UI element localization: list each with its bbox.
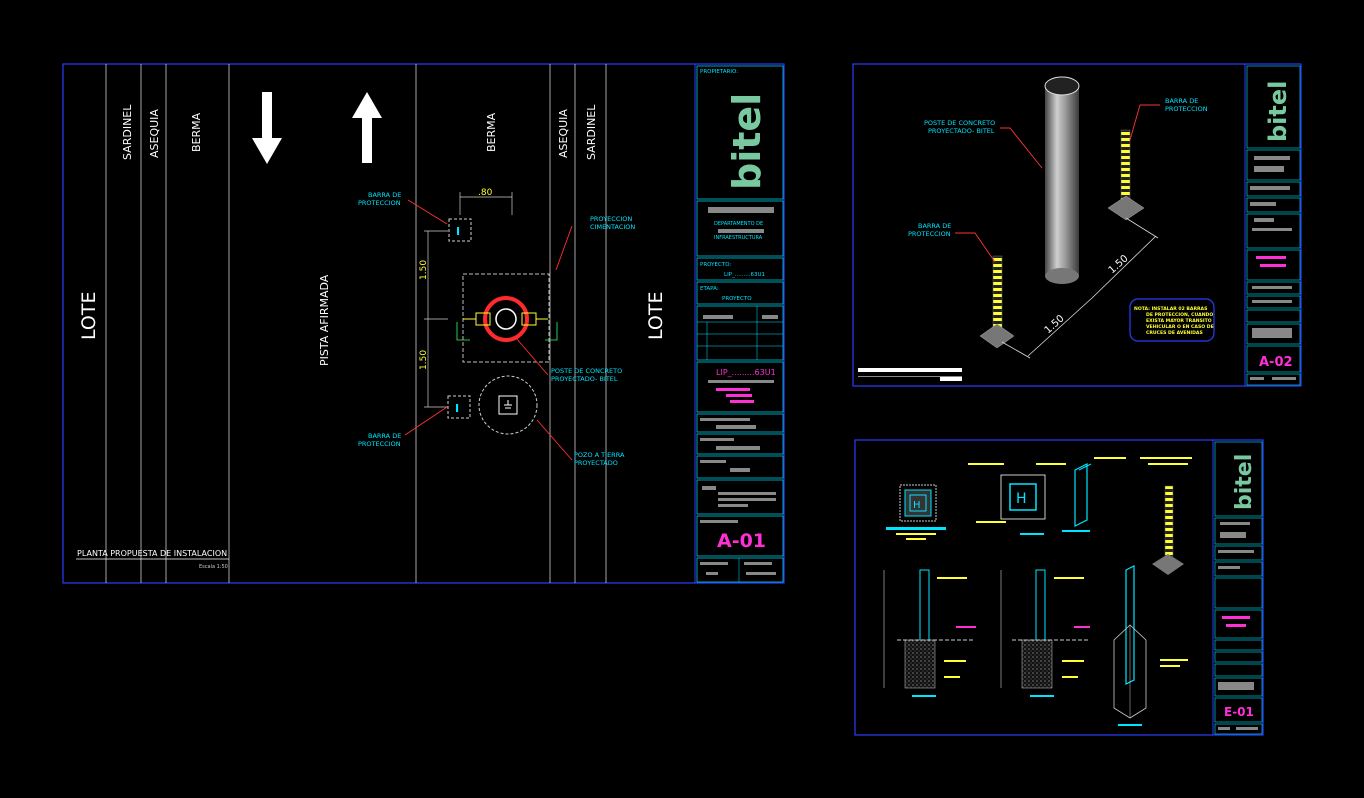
cimentacion-projection [462, 273, 550, 363]
project-code: LIP_.........63U1 [716, 368, 776, 377]
nota-box [1129, 298, 1215, 342]
barra-top-box [448, 218, 472, 242]
etapa-label: ETAPA: [700, 286, 719, 292]
sheet-number-a01: A-01 [717, 530, 766, 552]
a02-scale-bar [858, 368, 962, 372]
a02-poste-2: PROYECTADO- BITEL [928, 127, 995, 135]
sheet-a02: 1.50 1.50 POSTE DE CONCRETO PROYECTADO- … [852, 63, 1302, 387]
e01-section-h: H [968, 463, 1066, 535]
sheet-e01-frame [854, 439, 1264, 736]
proyecto-label: PROYECTO: [700, 262, 731, 268]
plan-scale: Escala 1:50 [199, 564, 228, 570]
ground-icon [504, 400, 512, 409]
dept-line-1: DEPARTAMENTO DE [714, 221, 763, 227]
e01-elevation-1 [883, 569, 976, 697]
callout-pozo-1: POZO A TIERRA [574, 451, 625, 459]
nota-line-3: EXISTA MAYOR TRANSITO [1146, 318, 1212, 324]
sheet-number-e01: E-01 [1224, 705, 1254, 719]
titleblock-e01: bitel E-01 [1212, 439, 1264, 736]
e01-plan-detail: H [886, 484, 946, 540]
dept-line-2: INFRAESTRUCTURA [714, 235, 763, 241]
label-sardinel-left: SARDINEL [121, 104, 134, 160]
plan-title: PLANTA PROPUESTA DE INSTALACION [77, 549, 227, 558]
poste-3d [1045, 86, 1079, 276]
pozo-circle [478, 375, 538, 435]
barra-bottom-icon: I [455, 402, 459, 415]
label-lote-left: LOTE [78, 292, 100, 340]
a02-barra-l-2: PROTECCION [908, 230, 951, 238]
sheet-number-a02: A-02 [1259, 355, 1293, 370]
label-asequia-left: ASEQUIA [148, 109, 161, 158]
label-sardinel-right: SARDINEL [585, 104, 598, 160]
nota-line-5: CRUCES DE AVENIDAS [1146, 330, 1203, 336]
arrow-up-icon [352, 92, 382, 163]
barra-right-3d [1120, 129, 1131, 206]
dimension-lines [424, 192, 513, 408]
poste-core [495, 308, 517, 330]
nota-line-4: VEHICULAR O EN CASO DE [1146, 324, 1214, 330]
dim-150-b: 1.50 [419, 350, 429, 370]
e01-steel-profile [1062, 457, 1126, 532]
barra-right-base [1107, 195, 1145, 221]
section-marks [456, 322, 558, 341]
bitel-logo-a02: bitel [1264, 81, 1292, 142]
sheet-a01: SARDINEL ASEQUIA BERMA BERMA ASEQUIA SAR… [62, 63, 785, 584]
callout-barra-top-1: BARRA DE [368, 191, 401, 199]
sheet-a01-frame [62, 63, 785, 584]
label-asequia-right: ASEQUIA [557, 109, 570, 158]
proyecto-value: LIP_.........63U1 [724, 272, 765, 278]
barra-bottom-box [447, 395, 471, 419]
etapa-value: PROYECTO [722, 296, 752, 302]
callout-leaders [404, 199, 573, 461]
pozo-box [498, 395, 518, 415]
nota-line-1: NOTA: INSTALAR 02 BARRAS [1134, 306, 1207, 312]
callout-pozo-2: PROYECTADO [574, 459, 618, 467]
a02-leaders [955, 104, 1160, 263]
e01-barra-3d [1140, 457, 1192, 575]
dim-080: .80 [478, 188, 493, 198]
a02-dimension-lines [1001, 217, 1159, 359]
callout-poste-1: POSTE DE CONCRETO [551, 367, 622, 375]
callout-proyeccion-1: PROYECCION [590, 215, 632, 223]
barra-left-base [979, 323, 1015, 349]
callout-proyeccion-2: CIMENTACION [590, 223, 635, 231]
e01-isometric-footing [1113, 565, 1188, 726]
road-lines [105, 64, 607, 583]
callout-barra-top-2: PROTECCION [358, 199, 401, 207]
bitel-logo-e01: bitel [1232, 454, 1257, 510]
barra-top-icon: I [456, 225, 460, 238]
poste-bottom [1045, 268, 1079, 284]
titleblock-a02: bitel A-02 [1244, 63, 1302, 387]
propietario-label: PROPIETARIO: [700, 69, 738, 75]
callout-barra-bot-2: PROTECCION [358, 440, 401, 448]
label-berma-left: BERMA [190, 112, 203, 152]
svg-text:H: H [1016, 491, 1027, 507]
sheet-e01: H H [854, 439, 1264, 736]
arrow-down-icon [252, 92, 282, 164]
svg-text:H: H [913, 500, 921, 511]
poste-ring [483, 296, 529, 342]
a02-poste-1: POSTE DE CONCRETO [924, 119, 995, 127]
label-berma-right: BERMA [485, 112, 498, 152]
a02-barra-l-1: BARRA DE [918, 222, 951, 230]
dim-150-a: 1.50 [419, 260, 429, 280]
nota-line-2: DE PROTECCION, CUANDO [1146, 312, 1213, 318]
titleblock-a01: PROPIETARIO: bitel DEPARTAMENTO DE INFRA… [694, 63, 785, 584]
callout-barra-bot-1: BARRA DE [368, 432, 401, 440]
e01-elevation-2 [1000, 569, 1090, 697]
callout-poste-2: PROYECTADO- BITEL [551, 375, 618, 383]
poste-top [1044, 76, 1080, 96]
barra-left-3d [992, 255, 1003, 335]
a02-barra-r-1: BARRA DE [1165, 97, 1198, 105]
a02-barra-r-2: PROTECCION [1165, 105, 1208, 113]
bitel-logo-a01: bitel [725, 93, 769, 190]
label-lote-right: LOTE [645, 292, 667, 340]
label-pista: PISTA AFIRMADA [318, 274, 331, 366]
